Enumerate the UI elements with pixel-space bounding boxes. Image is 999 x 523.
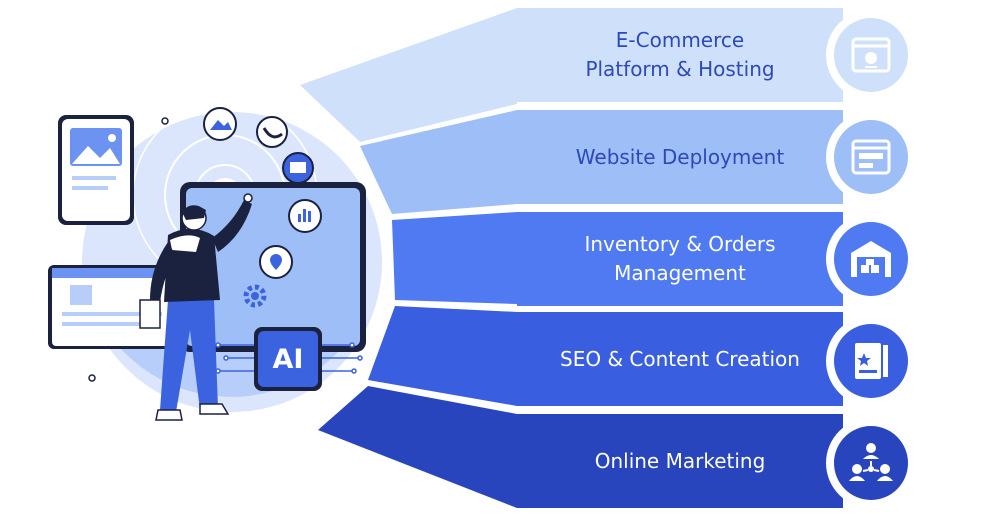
service-band-marketing: Online Marketing	[517, 414, 843, 508]
service-badge-4	[826, 316, 916, 406]
gear-large-icon	[104, 370, 140, 406]
fan-connector-3	[392, 212, 517, 304]
service-label: Online Marketing	[594, 448, 766, 473]
floating-icons	[88, 107, 322, 382]
phone-bubble-icon	[256, 116, 288, 148]
service-band-ecommerce: E-Commerce Platform & Hosting	[517, 8, 843, 102]
ai-chip	[215, 327, 363, 391]
fan-connector-2	[360, 110, 517, 214]
web-form-login-icon	[834, 120, 908, 194]
fan-connector-5	[318, 386, 517, 508]
fan-connector-4	[368, 306, 517, 406]
fan-connectors	[300, 8, 517, 508]
browser-card-image	[70, 285, 92, 305]
ai-chip-label: AI	[272, 343, 304, 375]
service-band-seo: SEO & Content Creation	[517, 312, 843, 406]
content-document-star-icon	[834, 324, 908, 398]
service-label: Inventory & Orders Management	[584, 232, 776, 285]
person-illustration	[139, 193, 253, 421]
warehouse-boxes-icon	[834, 222, 908, 296]
browser-window-badge-icon	[834, 18, 908, 92]
service-label: Website Deployment	[575, 144, 785, 169]
service-band-inventory: Inventory & Orders Management	[517, 212, 843, 306]
fan-connector-1	[300, 8, 517, 142]
service-band-website-deployment: Website Deployment	[517, 110, 843, 204]
service-badge-5	[826, 418, 916, 508]
service-badge-2	[826, 112, 916, 202]
network-people-icon	[834, 426, 908, 500]
service-badge-1	[826, 10, 916, 100]
service-label: E-Commerce Platform & Hosting	[585, 28, 775, 81]
service-badge-3	[826, 214, 916, 304]
browser-card-bar	[52, 268, 176, 278]
gear-icon	[243, 284, 267, 308]
service-label: SEO & Content Creation	[560, 346, 800, 371]
